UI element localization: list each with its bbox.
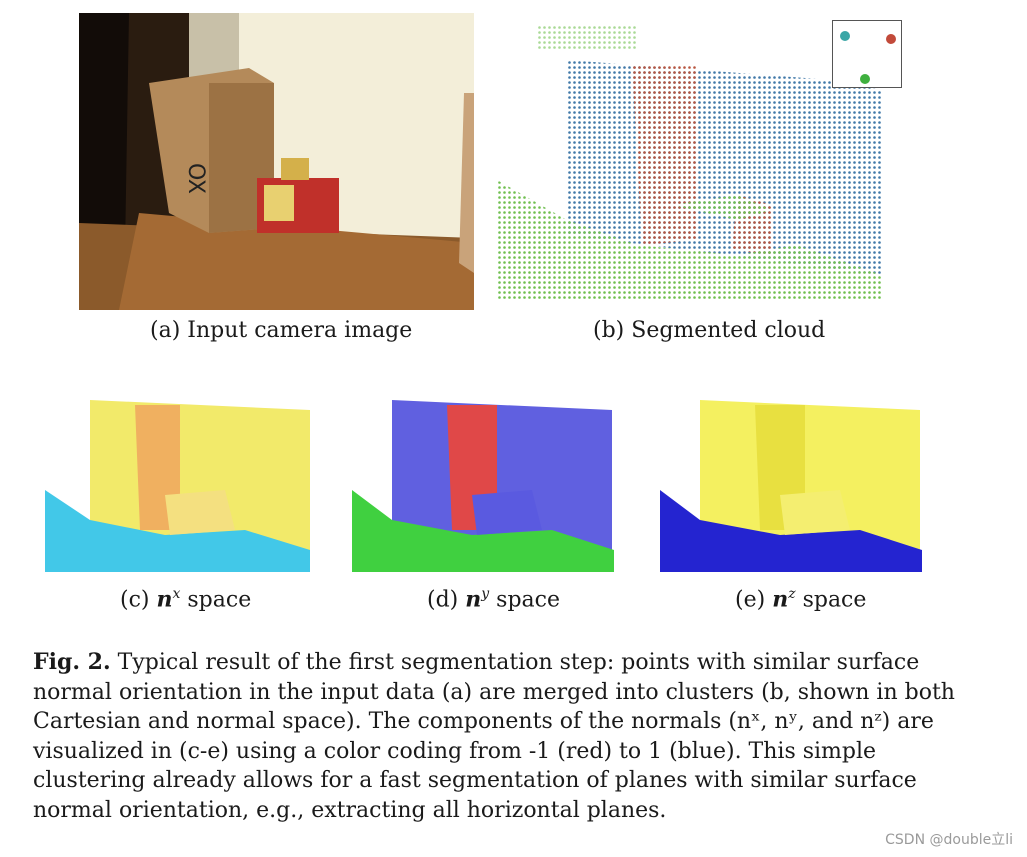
panel-b-segmented-cloud: [497, 20, 902, 305]
caption-b: (b) Segmented cloud: [593, 318, 826, 343]
camera-photo: OX: [79, 13, 474, 310]
caption-e-symbol: n: [772, 586, 789, 613]
caption-d-symbol: n: [465, 586, 482, 613]
caption-e-superscript: z: [788, 586, 796, 602]
caption-c-symbol: n: [156, 586, 173, 613]
caption-e-suffix: space: [795, 587, 867, 613]
caption-d-superscript: y: [481, 586, 490, 602]
caption-e: (e) nz space: [735, 586, 866, 612]
caption-d-prefix: (d): [427, 587, 466, 613]
watermark: CSDN @double立li: [885, 832, 1013, 848]
caption-c-superscript: x: [172, 586, 181, 602]
nx-space-plot: [45, 400, 310, 572]
caption-c: (c) nx space: [120, 586, 251, 612]
caption-a: (a) Input camera image: [150, 318, 413, 343]
panel-d-ny-space: [352, 380, 614, 572]
caption-e-prefix: (e): [735, 587, 773, 613]
caption-c-suffix: space: [180, 587, 252, 613]
nz-space-plot: [660, 400, 922, 572]
figure-caption: Fig. 2. Typical result of the first segm…: [33, 648, 958, 825]
panel-e-nz-space: [660, 380, 922, 572]
segmented-cloud-plot: [497, 25, 882, 300]
caption-d-suffix: space: [489, 587, 560, 613]
svg-text:OX: OX: [183, 163, 208, 194]
panel-a-camera-image: OX: [79, 13, 474, 310]
figure-label: Fig. 2.: [33, 649, 111, 675]
panel-c-nx-space: [45, 380, 310, 572]
ny-space-plot: [352, 400, 614, 572]
caption-d: (d) ny space: [427, 586, 560, 612]
figure-caption-text: Typical result of the first segmentation…: [33, 650, 955, 823]
caption-c-prefix: (c): [120, 587, 157, 613]
normal-space-inset: [832, 20, 902, 88]
